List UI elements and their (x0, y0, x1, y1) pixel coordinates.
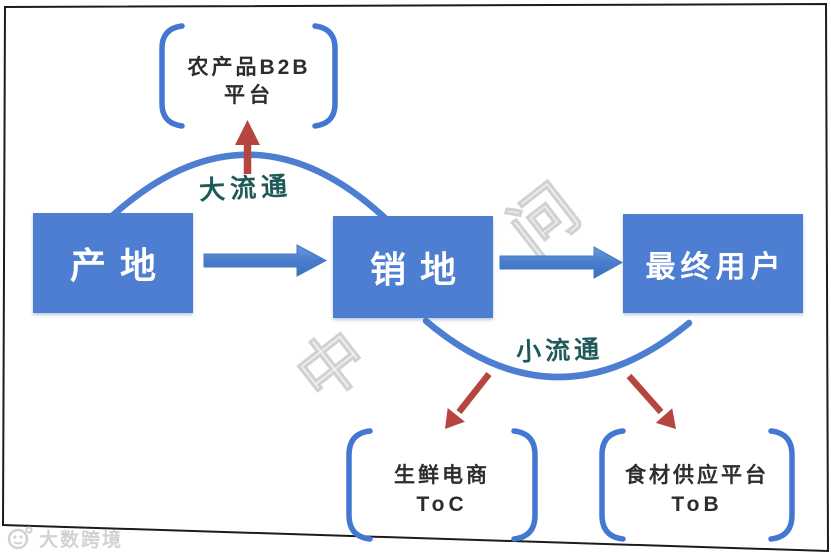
node-sales-label: 销地 (369, 249, 470, 290)
platform-b2b-line1: 农产品B2B (187, 56, 311, 79)
node-enduser-label: 最终用户 (645, 250, 786, 284)
smiley-logo-icon (7, 526, 33, 550)
node-origin-label: 产地 (69, 245, 170, 286)
platform-tob: 食材供应平台 ToB (596, 461, 798, 519)
platform-tob-line1: 食材供应平台 (625, 464, 769, 487)
platform-toc: 生鲜电商 ToC (350, 461, 534, 519)
platform-tob-line2: ToB (671, 493, 723, 516)
big-circulation-label: 大流通 (198, 171, 293, 207)
node-origin: 产地 (33, 213, 193, 313)
site-logo: 大数跨境 (6, 524, 123, 552)
node-enduser: 最终用户 (623, 214, 803, 313)
site-logo-text: 大数跨境 (39, 529, 124, 551)
node-sales: 销地 (333, 216, 493, 318)
platform-b2b: 农产品B2B 平台 (163, 54, 335, 110)
watermark-char: 问 (495, 170, 594, 270)
platform-b2b-line2: 平台 (224, 84, 274, 107)
small-circulation-label: 小流通 (515, 334, 604, 367)
platform-toc-line1: 生鲜电商 (394, 464, 490, 487)
watermark-char: 中 (283, 316, 382, 416)
platform-toc-line2: ToC (416, 493, 468, 516)
